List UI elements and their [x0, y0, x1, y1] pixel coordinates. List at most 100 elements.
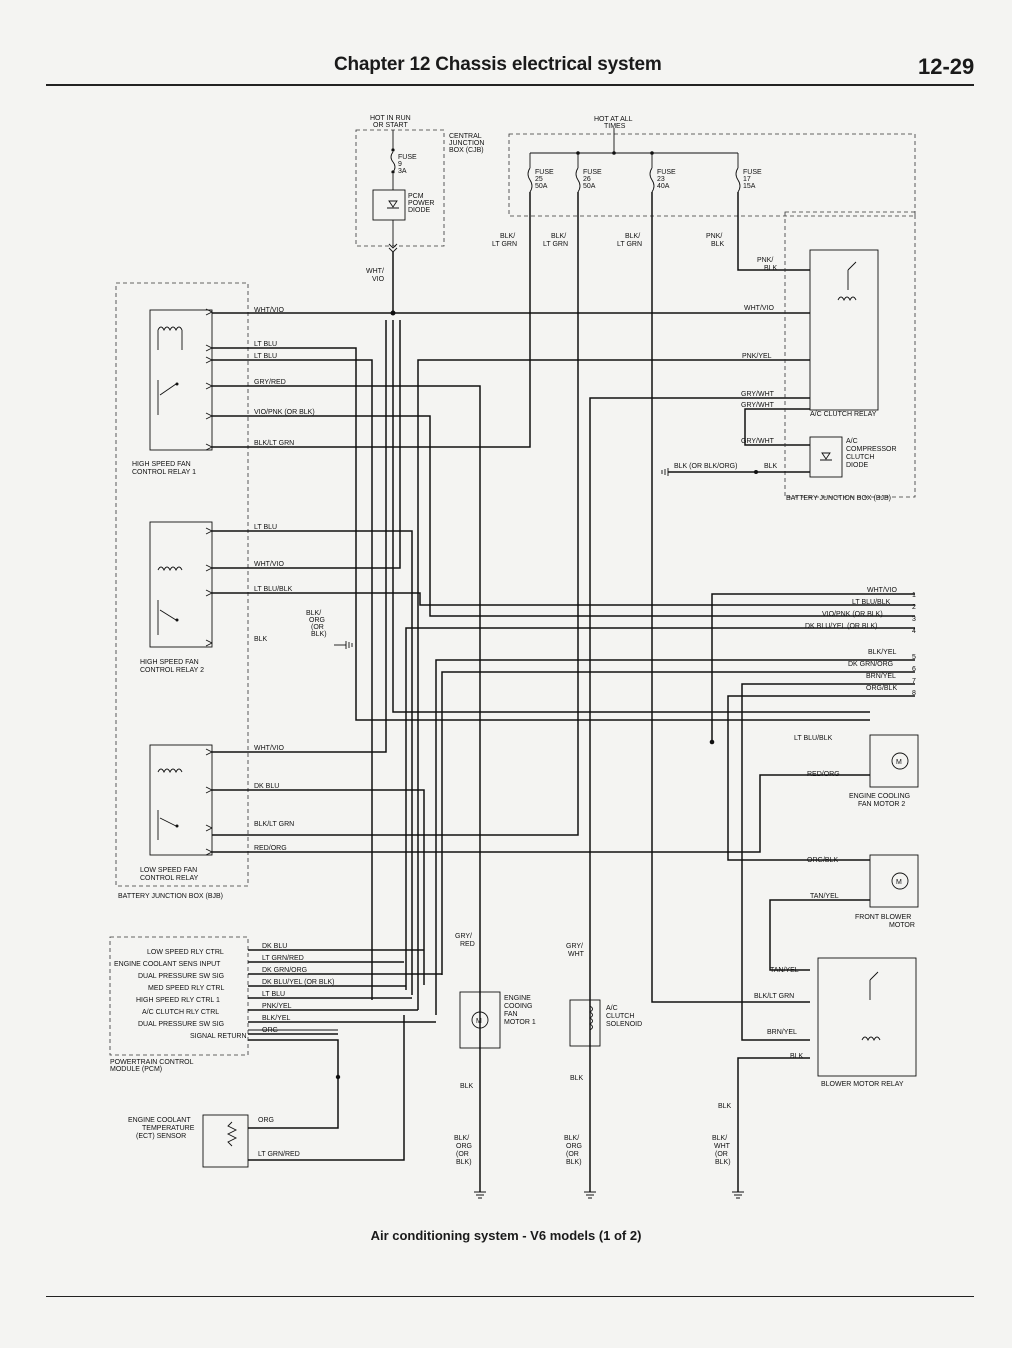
svg-text:5: 5 — [912, 654, 916, 661]
svg-text:FUSE: FUSE — [657, 169, 676, 176]
svg-text:LT GRN: LT GRN — [617, 241, 642, 248]
svg-text:GRY/WHT: GRY/WHT — [741, 402, 775, 409]
svg-text:WHT/VIO: WHT/VIO — [254, 745, 284, 752]
svg-text:LT BLU: LT BLU — [254, 524, 277, 531]
svg-text:BLK/YEL: BLK/YEL — [262, 1015, 291, 1022]
svg-text:WHT/VIO: WHT/VIO — [254, 307, 284, 314]
svg-text:BLK/: BLK/ — [625, 233, 640, 240]
svg-text:BLK/: BLK/ — [564, 1135, 579, 1142]
svg-text:WHT: WHT — [714, 1143, 731, 1150]
svg-text:FUSE: FUSE — [743, 169, 762, 176]
ground-symbols — [474, 1191, 744, 1199]
svg-text:1: 1 — [912, 592, 916, 599]
svg-text:POWER: POWER — [408, 200, 434, 207]
svg-text:COMPRESSOR: COMPRESSOR — [846, 446, 897, 453]
ac-clutch-relay: A/C CLUTCH RELAY PNK/ BLK WHT/VIO PNK/YE… — [741, 249, 879, 418]
high-speed-fan-relay-1: HIGH SPEED FAN CONTROL RELAY 1 WHT/VIO L… — [132, 307, 315, 476]
svg-text:JUNCTION: JUNCTION — [449, 140, 484, 147]
svg-text:BLK): BLK) — [566, 1159, 582, 1166]
svg-text:WHT/VIO: WHT/VIO — [744, 305, 774, 312]
svg-text:(OR: (OR — [311, 624, 324, 631]
svg-text:BLK/: BLK/ — [551, 233, 566, 240]
svg-text:MOTOR 1: MOTOR 1 — [504, 1019, 536, 1026]
svg-text:BLK/YEL: BLK/YEL — [868, 649, 897, 656]
svg-text:PCM: PCM — [408, 193, 424, 200]
svg-text:ENGINE COOLING: ENGINE COOLING — [849, 793, 910, 800]
svg-text:A/C: A/C — [846, 438, 858, 445]
svg-text:DK GRN/ORG: DK GRN/ORG — [848, 661, 893, 668]
svg-text:3: 3 — [912, 616, 916, 623]
svg-text:OR START: OR START — [373, 122, 408, 129]
diagram-caption: Air conditioning system - V6 models (1 o… — [370, 1228, 642, 1243]
svg-text:PNK/YEL: PNK/YEL — [262, 1003, 292, 1010]
svg-text:BLK (OR BLK/ORG): BLK (OR BLK/ORG) — [674, 463, 737, 470]
svg-text:MOTOR: MOTOR — [889, 922, 915, 929]
svg-text:8: 8 — [912, 690, 916, 697]
svg-text:BLK/: BLK/ — [306, 610, 321, 617]
svg-text:VIO/PNK (OR BLK): VIO/PNK (OR BLK) — [254, 409, 315, 416]
svg-text:WHT/VIO: WHT/VIO — [867, 587, 897, 594]
svg-text:CONTROL RELAY 1: CONTROL RELAY 1 — [132, 469, 196, 476]
svg-text:FRONT BLOWER: FRONT BLOWER — [855, 914, 911, 921]
svg-text:LT GRN: LT GRN — [543, 241, 568, 248]
svg-text:BLK/: BLK/ — [500, 233, 515, 240]
battery-junction-box-left: BATTERY JUNCTION BOX (BJB) — [115, 282, 249, 900]
svg-text:ENGINE: ENGINE — [504, 995, 531, 1002]
svg-text:BLK): BLK) — [456, 1159, 472, 1166]
svg-text:PNK/: PNK/ — [706, 233, 722, 240]
svg-text:TIMES: TIMES — [604, 123, 626, 130]
svg-text:LT GRN: LT GRN — [492, 241, 517, 248]
svg-text:ORG/BLK: ORG/BLK — [866, 685, 897, 692]
svg-text:CLUTCH: CLUTCH — [846, 454, 874, 461]
svg-text:BLOWER MOTOR RELAY: BLOWER MOTOR RELAY — [821, 1081, 904, 1088]
svg-text:ORG: ORG — [258, 1117, 274, 1124]
svg-text:26: 26 — [583, 176, 591, 183]
svg-text:RED: RED — [460, 941, 475, 948]
svg-text:ORG: ORG — [309, 617, 325, 624]
svg-text:WHT/VIO: WHT/VIO — [254, 561, 284, 568]
svg-text:POWERTRAIN CONTROL: POWERTRAIN CONTROL — [110, 1059, 194, 1066]
svg-text:ORG/BLK: ORG/BLK — [807, 857, 838, 864]
svg-text:6: 6 — [912, 666, 916, 673]
chapter-title: Chapter 12 Chassis electrical system — [334, 54, 662, 75]
svg-text:(OR: (OR — [566, 1151, 579, 1158]
svg-text:RED/ORG: RED/ORG — [254, 845, 287, 852]
svg-text:BLK/: BLK/ — [712, 1135, 727, 1142]
svg-text:HIGH SPEED RLY CTRL 1: HIGH SPEED RLY CTRL 1 — [136, 997, 220, 1004]
svg-text:LT GRN/RED: LT GRN/RED — [258, 1151, 300, 1158]
svg-text:50A: 50A — [535, 183, 548, 190]
svg-text:CLUTCH: CLUTCH — [606, 1013, 634, 1020]
svg-text:SIGNAL RETURN: SIGNAL RETURN — [190, 1033, 247, 1040]
svg-text:A/C CLUTCH RLY CTRL: A/C CLUTCH RLY CTRL — [142, 1009, 219, 1016]
svg-text:A/C CLUTCH RELAY: A/C CLUTCH RELAY — [810, 411, 877, 418]
svg-text:CONTROL RELAY 2: CONTROL RELAY 2 — [140, 667, 204, 674]
svg-text:M: M — [476, 1018, 482, 1025]
svg-text:SOLENOID: SOLENOID — [606, 1021, 642, 1028]
footer-rule — [46, 1296, 974, 1297]
low-speed-fan-relay: LOW SPEED FAN CONTROL RELAY WHT/VIO DK B… — [140, 744, 294, 882]
high-speed-fan-relay-2: HIGH SPEED FAN CONTROL RELAY 2 LT BLU WH… — [140, 521, 353, 674]
svg-text:DIODE: DIODE — [846, 462, 869, 469]
svg-text:WHT/: WHT/ — [366, 268, 384, 275]
svg-text:BATTERY JUNCTION BOX (BJB): BATTERY JUNCTION BOX (BJB) — [786, 495, 891, 502]
svg-text:LT BLU/BLK: LT BLU/BLK — [852, 599, 891, 606]
svg-text:FUSE: FUSE — [398, 154, 417, 161]
battery-junction-box-right: BATTERY JUNCTION BOX (BJB) — [784, 211, 916, 502]
svg-text:FAN MOTOR 2: FAN MOTOR 2 — [858, 801, 905, 808]
svg-text:17: 17 — [743, 176, 751, 183]
svg-text:CONTROL RELAY: CONTROL RELAY — [140, 875, 199, 882]
svg-text:MODULE (PCM): MODULE (PCM) — [110, 1066, 162, 1073]
svg-text:FUSE: FUSE — [583, 169, 602, 176]
svg-text:BRN/YEL: BRN/YEL — [866, 673, 896, 680]
svg-text:TEMPERATURE: TEMPERATURE — [142, 1125, 195, 1132]
front-blower-motor: M ORG/BLK TAN/YEL FRONT BLOWER MOTOR — [807, 854, 919, 929]
svg-text:15A: 15A — [743, 183, 756, 190]
svg-text:LT GRN/RED: LT GRN/RED — [262, 955, 304, 962]
engine-cooling-fan-motor-1: GRY/ RED M ENGINE COOING FAN MOTOR 1 BLK… — [454, 933, 536, 1166]
svg-text:BLK: BLK — [764, 265, 778, 272]
ac-clutch-solenoid: GRY/ WHT A/C CLUTCH SOLENOID BLK BLK/ OR… — [564, 943, 642, 1166]
svg-text:DK BLU/YEL (OR BLK): DK BLU/YEL (OR BLK) — [805, 623, 878, 630]
